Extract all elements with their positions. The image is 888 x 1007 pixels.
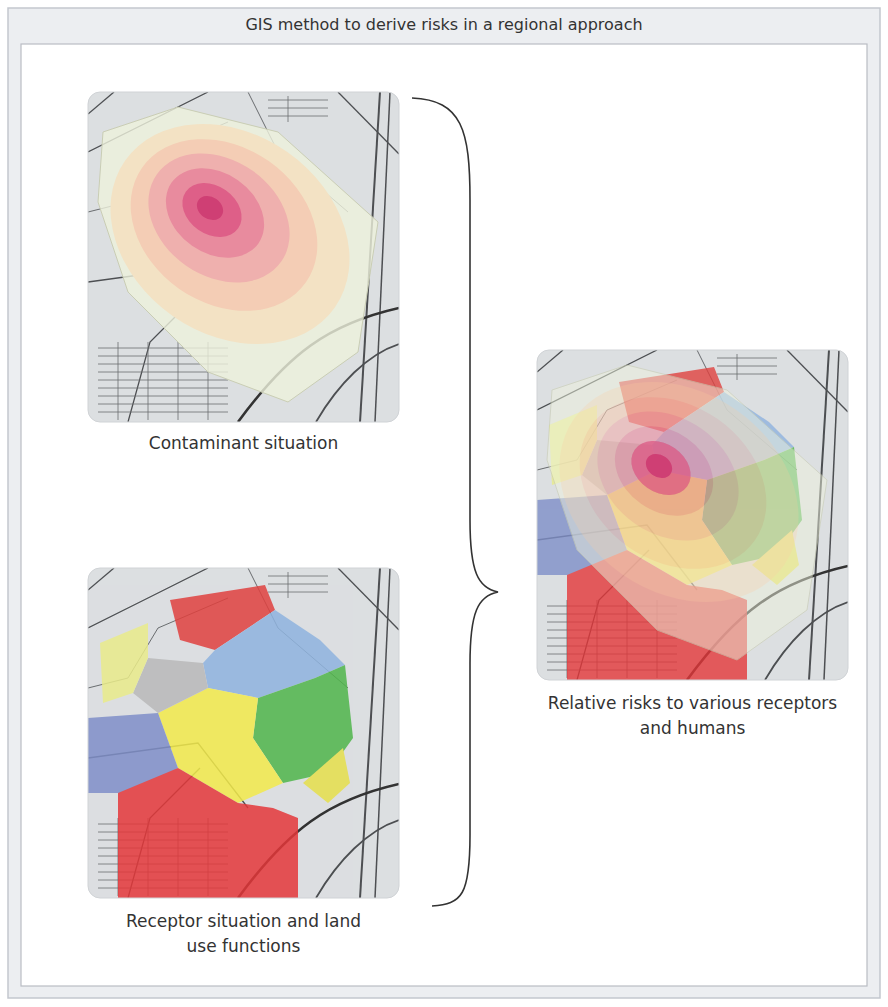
curly-bracket: [412, 98, 498, 906]
contaminant-map: [68, 79, 399, 422]
map-panel: Relative risks to various receptors and …: [537, 350, 848, 744]
map-panel: Contaminant situation: [88, 92, 399, 460]
diagram-title: GIS method to derive risks in a regional…: [245, 15, 642, 34]
contaminant-plume: [88, 92, 392, 402]
map-caption: Contaminant situation: [94, 431, 394, 456]
map-border: [88, 92, 399, 422]
map-border: [537, 350, 848, 680]
map-caption: Relative risks to various receptors and …: [548, 691, 838, 740]
plume-contour: [621, 430, 701, 506]
receptor-map: [88, 568, 399, 898]
contaminant-plume: [537, 350, 841, 660]
street-map: [88, 568, 399, 898]
land-use-zones: [88, 585, 353, 898]
outer-frame: [8, 8, 880, 998]
map-panel: Receptor situation and land use function…: [88, 568, 399, 962]
map-caption: Receptor situation and land use function…: [119, 909, 369, 958]
plume-core: [641, 449, 677, 483]
map-border: [88, 568, 399, 898]
risk-map: [517, 337, 848, 680]
inner-panel: [21, 44, 867, 986]
